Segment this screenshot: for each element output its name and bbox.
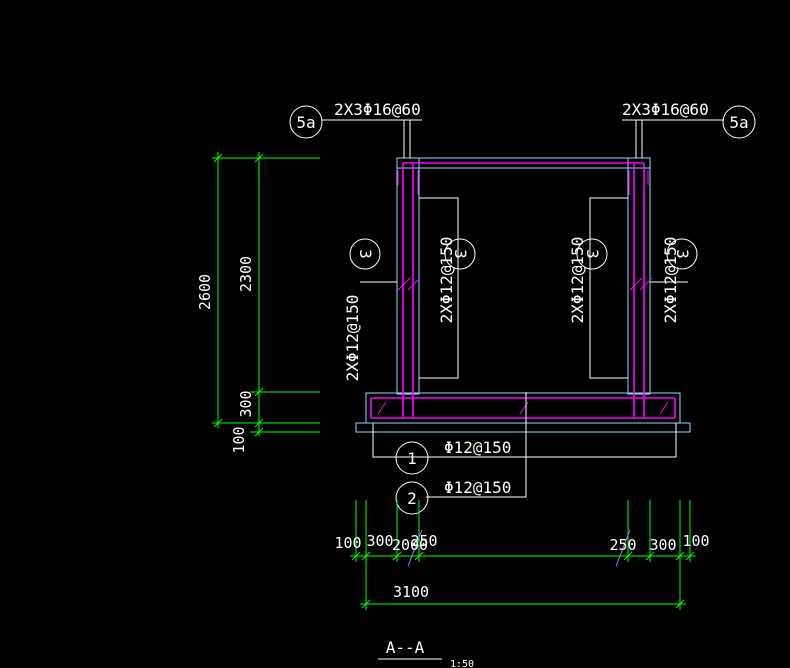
rebar-lines [370,162,676,419]
wall-rebar-outer-left-label: 2XΦ12@150 [343,295,362,382]
dim-bottom-100-left: 100 [334,534,361,552]
bottom-dimension-chain [350,500,696,610]
detail-5a-right-label: 5a [729,113,748,132]
dim-overall-width: 3100 [393,583,429,601]
blinding-layer [355,422,691,433]
dim-bottom-250-left: 250 [410,532,437,550]
top-rebar-left-label: 2X3Φ16@60 [334,100,421,119]
dim-left-upper: 2300 [237,256,255,292]
dim-left-total: 2600 [196,274,214,310]
dim-bottom-300-left: 300 [366,532,393,550]
centerline-marker-right [615,529,631,567]
dim-left-mid: 300 [237,390,255,417]
dim-bottom-300-right: 300 [649,536,676,554]
detail-5a-left-circle [289,105,323,139]
bar-1-circle [395,441,429,475]
detail-5a-left-label: 5a [296,113,315,132]
wall-rebar-inner-left-label: 2XΦ12@150 [437,237,456,324]
detail-3-c-label: 3 [583,249,602,259]
bar-2-spec-label: Φ12@150 [444,478,511,497]
detail-3-d-label: 3 [673,249,692,259]
bar-2-number: 2 [407,489,417,508]
dim-left-bottom: 100 [230,426,248,453]
detail-3-b-label: 3 [451,249,470,259]
detail-callouts [289,105,756,515]
wall-rebar-inner-right-label: 2XΦ12@150 [568,237,587,324]
bar-1-number: 1 [407,449,417,468]
detail-5a-right-circle [722,105,756,139]
detail-3-b-circle [444,238,476,270]
left-dimension-chain [212,152,320,437]
detail-3-a-label: 3 [356,249,375,259]
dim-bottom-100-right: 100 [682,532,709,550]
left-wall [396,157,420,395]
dim-bottom-2000: 2000 [392,536,428,554]
detail-3-a-circle [349,238,381,270]
bar-1-spec-label: Φ12@150 [444,438,511,457]
top-rebar-right-label: 2X3Φ16@60 [622,100,709,119]
section-scale: 1:50 [450,659,474,668]
leader-lines [322,119,724,498]
section-title: A--A [386,638,425,657]
right-wall [627,157,651,395]
concrete-outline [355,157,691,433]
dim-bottom-250-right: 250 [609,536,636,554]
detail-3-d-circle [666,238,698,270]
detail-3-c-circle [576,238,608,270]
bar-2-circle [395,481,429,515]
centerline-marker-left [407,529,423,567]
wall-rebar-outer-right-label: 2XΦ12@150 [661,237,680,324]
